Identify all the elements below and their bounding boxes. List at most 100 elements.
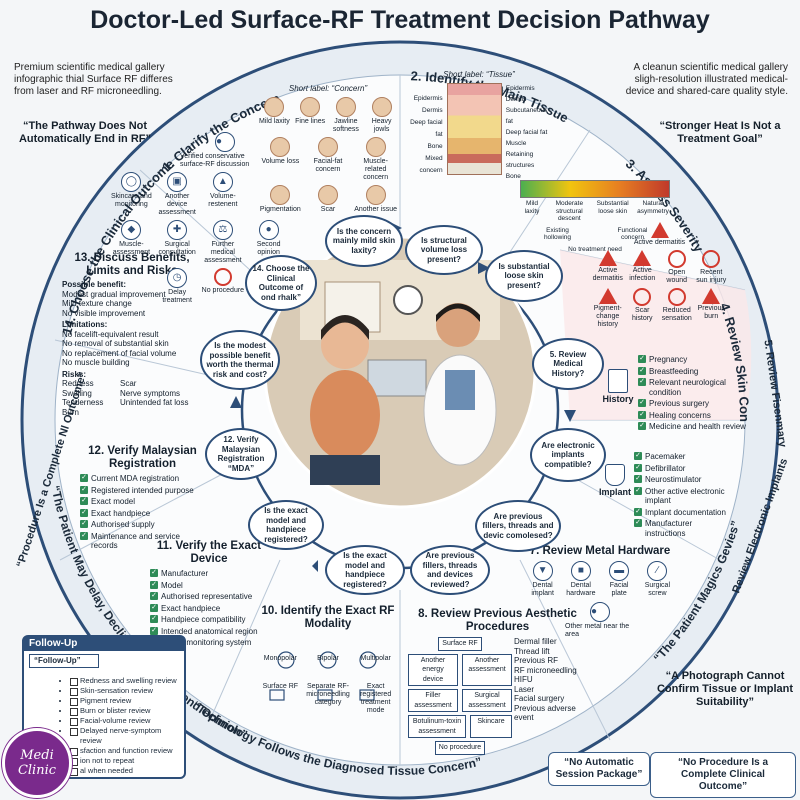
modality-item: Surface RF — [262, 683, 299, 690]
skin-item: Pigment-change history — [592, 288, 624, 329]
aesthetic-item: RF microneedling — [514, 665, 577, 675]
implant-item: Pacemaker — [634, 452, 731, 462]
benefits-heading: 13. Discuss Benefits, Limits and Risks — [74, 252, 190, 277]
followup-item: al when needed — [70, 766, 184, 776]
implant-item: Other active electronic implant — [634, 486, 731, 506]
intro-left: Premium scientific medical gallery infog… — [14, 62, 173, 97]
tooth-icon: ■ — [570, 561, 591, 581]
benefits-panel: 13. Discuss Benefits, Limits and Risks P… — [62, 252, 202, 417]
history-item: Previous surgery — [638, 399, 746, 409]
ring-label-5: 5. Review Fisenmary — [761, 339, 788, 449]
burn-icon — [702, 288, 721, 304]
concern-short-label: Short label: “Concern” — [288, 84, 368, 93]
question-fillers-reviewed: Are previous fillers, threads and device… — [410, 545, 490, 595]
aesthetic-item: Previous adverse event — [514, 703, 576, 723]
modality-item: Separate RF-microneedling category — [306, 683, 350, 706]
no-icon — [213, 268, 232, 286]
surgery-icon: ✚ — [167, 220, 188, 240]
followup-item: Delayed nerve-symptom review — [70, 726, 184, 746]
brand-logo: Medi Clinic — [2, 728, 72, 798]
device-item: Model — [150, 580, 268, 591]
outcome-item: ◷Delay treatment — [156, 268, 199, 305]
implant-item: Manufacturer instructions — [634, 519, 731, 538]
clock-icon: ◷ — [167, 268, 188, 288]
followup-item: Pigment review — [70, 696, 184, 706]
page-title: Doctor-Led Surface-RF Treatment Decision… — [90, 6, 710, 34]
people-icon: ● — [215, 132, 235, 152]
tooth-icon: ▼ — [532, 561, 553, 581]
face-icon — [365, 184, 386, 205]
tissue-left-labels: Epidermis Dermis Deep facial fat Bone Mi… — [410, 94, 443, 174]
face-icon — [300, 96, 321, 117]
device-item: Authorised representative — [150, 592, 268, 602]
volume-icon: ▲ — [212, 172, 233, 192]
wound-icon — [667, 250, 686, 268]
aesthetic-heading: 8. Review Previous Aesthetic Procedures — [418, 608, 577, 633]
scar-icon — [633, 288, 652, 306]
history-item: Pregnancy — [638, 355, 746, 365]
registration-item: Maintenance and service records — [80, 531, 205, 551]
history-item: Medicine and health review — [638, 422, 746, 432]
face-icon — [371, 96, 392, 117]
aesthetic-item: Laser — [514, 684, 535, 694]
followup-item: ion not to repeat — [70, 756, 184, 766]
question-implants: Are electronic implants compatible? — [530, 428, 606, 482]
skin-item: Recent sun injury — [696, 250, 728, 285]
concern-item: Volume loss — [258, 136, 303, 182]
intro-right: A cleanun scientific medical gallery sli… — [625, 62, 788, 97]
history-panel: History Pregnancy Breastfeeding Relevant… — [598, 355, 748, 434]
metal-item: ▼Dental implant — [525, 561, 560, 598]
skin-item: Reduced sensation — [661, 288, 693, 329]
aesthetic-item: HIFU — [514, 675, 533, 684]
tissue-right-labels: Epidermis Dermis Subcutaneous fat Deep f… — [505, 84, 548, 180]
skin-panel: Active dermatitis Active dermatitis Acti… — [592, 222, 727, 329]
warning-icon — [598, 250, 617, 266]
followup-item: sfaction and function review — [70, 746, 184, 756]
screw-icon: ∕ — [647, 561, 668, 581]
shield-icon — [605, 464, 625, 486]
skin-item: Active dermatitis — [592, 250, 624, 285]
question-registration: 12. Verify Malaysian Registration “MDA” — [205, 428, 277, 480]
outcome-panel: ●Verified conservative surface-RF discus… — [110, 132, 290, 305]
face-icon — [270, 184, 291, 205]
skin-item: Active dermatitis — [627, 222, 693, 247]
quote-session: “No Automatic Session Package” — [548, 752, 650, 786]
warning-icon — [598, 288, 617, 304]
outcome-item: ▣Another device assessment — [156, 172, 199, 217]
outcome-item: ✚Surgical consultation — [156, 220, 199, 265]
registration-item: Exact model — [80, 497, 205, 507]
implant-label: Implant — [598, 487, 631, 497]
metal-item: ∕Surgical screw — [640, 561, 675, 598]
aesthetic-list: Dermal filler Thread lift Previous RF RF… — [514, 637, 585, 755]
face-icon — [335, 96, 356, 117]
quote-photo: “A Photograph Cannot Confirm Tissue or I… — [656, 670, 794, 708]
question-loose-skin: Is substantial loose skin present? — [485, 250, 563, 302]
device-item: Handpiece compatibility — [150, 615, 268, 625]
outcome-item: ◯Skincare and monitoring — [110, 172, 153, 217]
quote-left: “The Pathway Does Not Automatically End … — [18, 120, 151, 145]
skin-item: Scar history — [627, 288, 659, 329]
registration-item: Authorised supply — [80, 520, 205, 530]
concern-item: Fine lines — [294, 96, 327, 134]
aesthetic-item: Facial surgery — [514, 694, 565, 703]
face-icon — [365, 136, 386, 157]
registration-heading: 12. Verify Malaysian Registration — [88, 445, 197, 470]
implant-item: Neurostimulator — [634, 475, 731, 485]
skin-item: Open wound — [661, 250, 693, 285]
concern-item: Heavy jowls — [365, 96, 398, 134]
sensation-icon — [667, 288, 686, 306]
question-benefit: Is the modest possible benefit worth the… — [200, 330, 280, 390]
quote-outcome: “No Procedure Is a Complete Clinical Out… — [650, 752, 796, 798]
skin-item: Active infection — [627, 250, 659, 285]
implant-item: Implant documentation — [634, 507, 731, 518]
device-item: Exact handpiece — [150, 603, 268, 614]
concern-panel: Short label: “Concern” Mild laxity Fine … — [258, 84, 398, 214]
metal-heading: 7. Review Metal Hardware — [529, 545, 671, 557]
modality-item: Exact registered treatment mode — [360, 683, 392, 714]
history-label: History — [602, 394, 634, 404]
question-fillers: Are previous fillers, threads and devic … — [475, 500, 561, 552]
outcome-item: ●Second opinion — [247, 220, 290, 265]
tissue-short-label: Short label: “Tissue” — [443, 70, 515, 79]
face-icon — [317, 136, 338, 157]
severity-panel: Mild laxity Moderate structural descent … — [520, 180, 670, 254]
